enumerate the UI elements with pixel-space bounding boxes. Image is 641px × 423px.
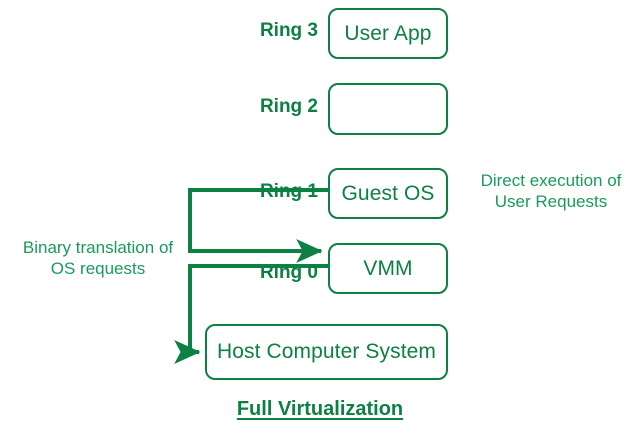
ring-label-1: Ring 1 <box>259 181 318 202</box>
arrow-vmm-to-host <box>174 264 328 364</box>
annotation-direct-execution: Direct execution of User Requests <box>480 171 622 211</box>
ring-label-0: Ring 0 <box>259 262 318 283</box>
ring-label-3: Ring 3 <box>259 20 318 41</box>
box-host-computer-system[interactable]: Host Computer System <box>205 324 448 380</box>
box-vmm[interactable]: VMM <box>328 243 448 294</box>
arrow-guest-os-to-vmm <box>188 188 328 263</box>
box-guest-os[interactable]: Guest OS <box>328 168 448 219</box>
box-user-app[interactable]: User App <box>328 8 448 59</box>
ring-label-2: Ring 2 <box>259 96 318 117</box>
box-ring2-empty[interactable] <box>328 83 448 135</box>
diagram-title: Full Virtualization <box>236 398 404 420</box>
annotation-binary-translation: Binary translation of OS requests <box>22 238 174 278</box>
